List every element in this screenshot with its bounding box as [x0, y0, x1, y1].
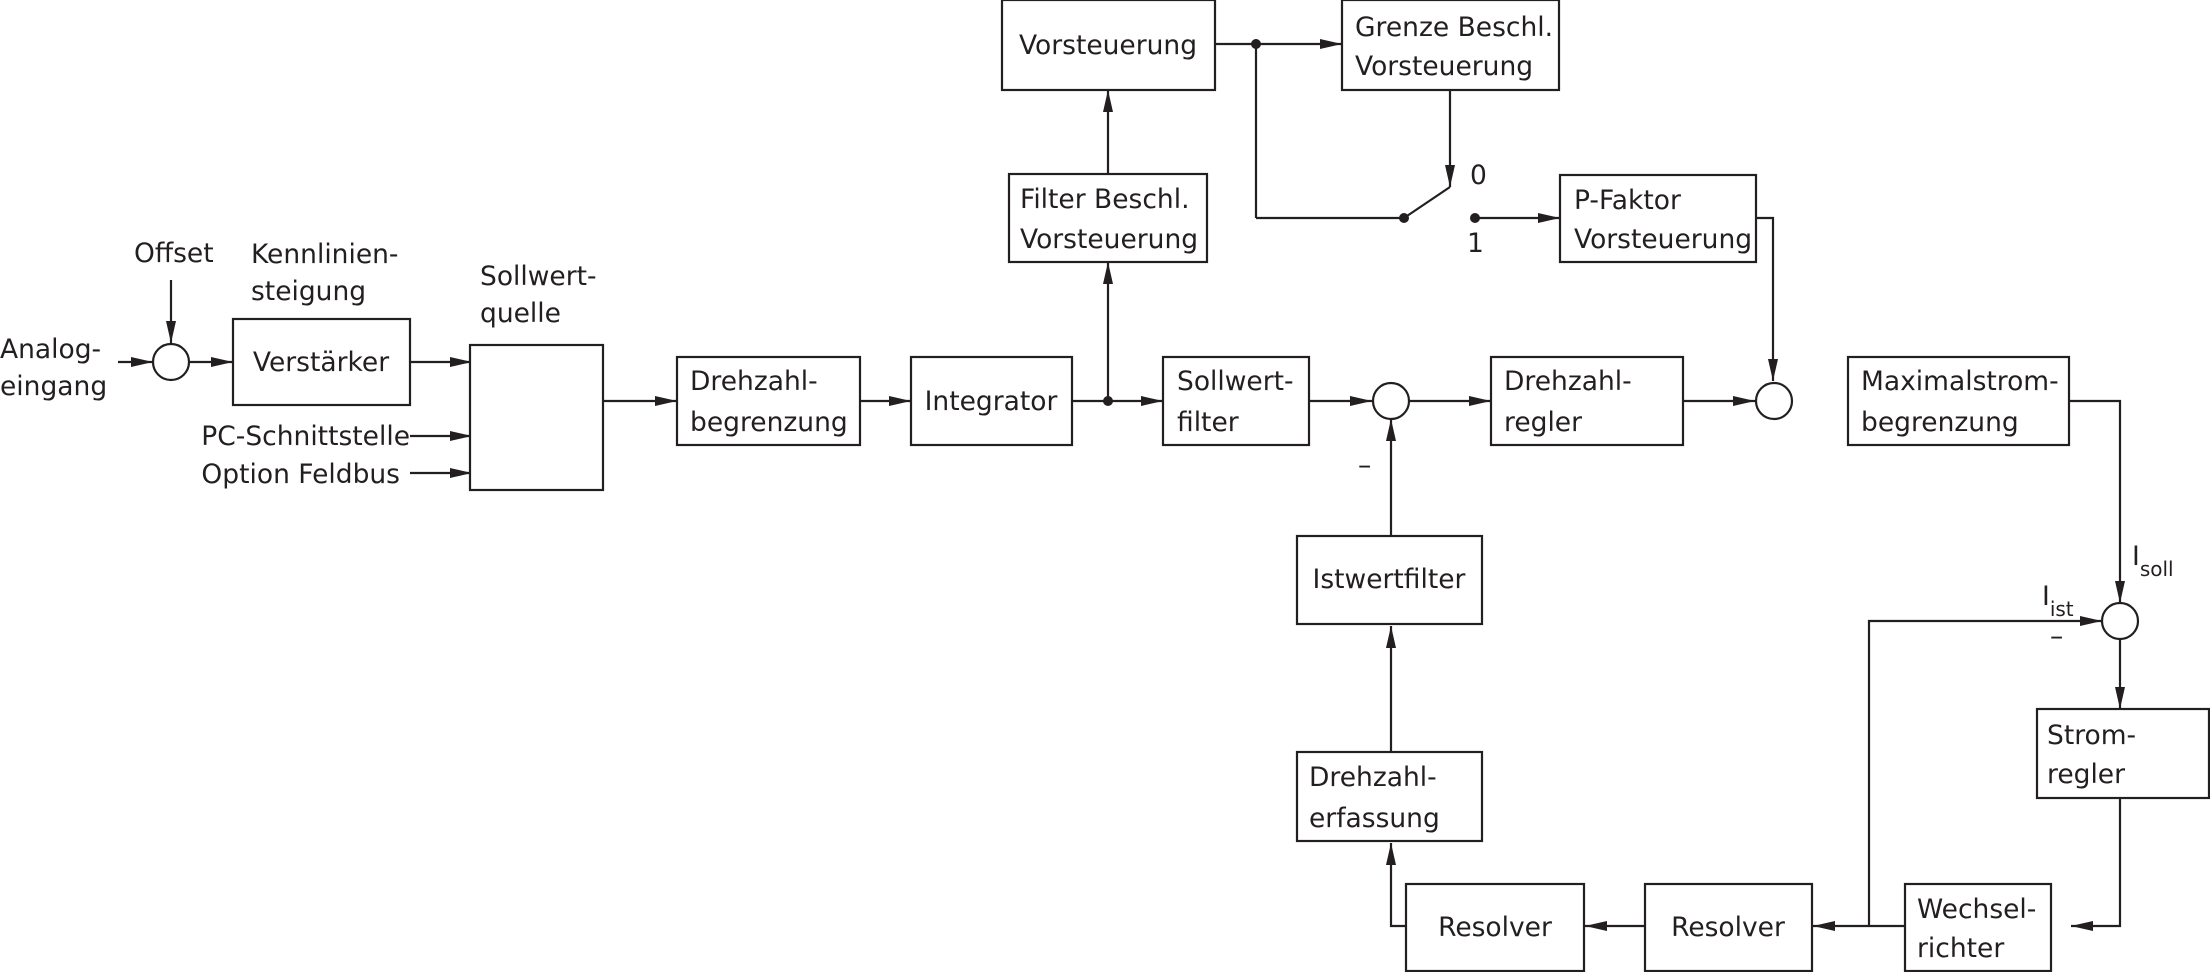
label-i-soll-main: I [2132, 541, 2140, 572]
block-istwertfilter: Istwertfilter [1295, 534, 1484, 626]
label-analogeingang-line2: eingang [0, 371, 107, 402]
block-label-line2: regler [2047, 759, 2125, 790]
block-label: Resolver [1438, 912, 1552, 943]
label-switch-position-1: 1 [1467, 228, 1484, 259]
block-label-line1: Maximalstrom- [1861, 366, 2059, 397]
label-i-soll: Isoll [2132, 541, 2174, 581]
label-i-ist-subscript: ist [2050, 597, 2074, 621]
block-label-line1: Drehzahl- [1309, 762, 1437, 793]
block-label-line1: Filter Beschl. [1020, 184, 1190, 215]
summing-junction-feedforward [1754, 381, 1794, 421]
block-label-line1: Grenze Beschl. [1355, 12, 1553, 43]
label-sollwertquelle-line1: Sollwert- [480, 261, 597, 292]
label-minus-current-feedback: – [2050, 621, 2063, 652]
block-wechselrichter: Wechsel- richter [1903, 882, 2053, 972]
label-i-ist-main: I [2042, 581, 2050, 612]
block-label-line1: P-Faktor [1574, 185, 1681, 216]
label-offset: Offset [134, 238, 214, 269]
block-label-line2: filter [1177, 407, 1239, 438]
block-integrator: Integrator [909, 355, 1074, 447]
label-analogeingang-line1: Analog- [0, 334, 101, 365]
block-vorsteuerung: Vorsteuerung [1000, 0, 1217, 92]
label-switch-position-0: 0 [1470, 160, 1487, 191]
block-label-line2: Vorsteuerung [1020, 224, 1198, 255]
block-label-line2: begrenzung [690, 407, 848, 438]
block-drehzahlerfassung: Drehzahl- erfassung [1295, 750, 1484, 843]
label-kennliniensteigung-line1: Kennlinien- [251, 239, 399, 270]
block-label-line2: regler [1504, 407, 1582, 438]
block-label-line2: Vorsteuerung [1574, 224, 1752, 255]
block-label-line2: Vorsteuerung [1355, 51, 1533, 82]
block-p-faktor-vorsteuerung: P-Faktor Vorsteuerung [1558, 173, 1758, 264]
block-label-line2: erfassung [1309, 803, 1440, 834]
label-i-soll-subscript: soll [2140, 557, 2174, 581]
block-drehzahlbegrenzung: Drehzahl- begrenzung [675, 355, 862, 447]
label-i-ist: Iist [2042, 581, 2074, 621]
label-minus-speed-feedback: – [1358, 450, 1371, 481]
block-label: Vorsteuerung [1019, 30, 1197, 61]
block-label-line2: begrenzung [1861, 407, 2019, 438]
block-stromregler: Strom- regler [2035, 707, 2210, 800]
block-drehzahlregler: Drehzahl- regler [1489, 355, 1685, 447]
block-label: Istwertfilter [1313, 564, 1466, 595]
label-sollwertquelle-line2: quelle [480, 298, 561, 329]
block-label-line1: Wechsel- [1917, 894, 2036, 925]
block-label-line1: Strom- [2047, 720, 2136, 751]
block-resolver-right: Resolver [1643, 882, 1814, 972]
label-option-feldbus: Option Feldbus [201, 459, 400, 490]
block-sollwertfilter: Sollwert- filter [1161, 355, 1311, 447]
summing-junction-offset [151, 342, 191, 382]
block-grenze-beschl-vorsteuerung: Grenze Beschl. Vorsteuerung [1340, 0, 1561, 92]
sollwertquelle-switch-box [468, 343, 605, 492]
block-filter-beschl-vorsteuerung: Filter Beschl. Vorsteuerung [1007, 172, 1209, 264]
block-label-line1: Sollwert- [1177, 366, 1294, 397]
block-label: Verstärker [253, 347, 389, 378]
block-verstaerker: Verstärker [231, 317, 412, 407]
label-kennliniensteigung-line2: steigung [251, 276, 366, 307]
label-pc-schnittstelle: PC-Schnittstelle [201, 421, 410, 452]
block-label-line2: richter [1917, 933, 2004, 964]
block-label-line1: Drehzahl- [690, 366, 818, 397]
block-resolver-left: Resolver [1404, 882, 1586, 972]
summing-junction-current [2100, 601, 2140, 641]
block-label: Resolver [1671, 912, 1785, 943]
block-label: Integrator [925, 386, 1058, 417]
block-label-line1: Drehzahl- [1504, 366, 1632, 397]
summing-junction-speed [1371, 381, 1411, 421]
block-maximalstrombegrenzung: Maximalstrom- begrenzung [1846, 355, 2071, 447]
